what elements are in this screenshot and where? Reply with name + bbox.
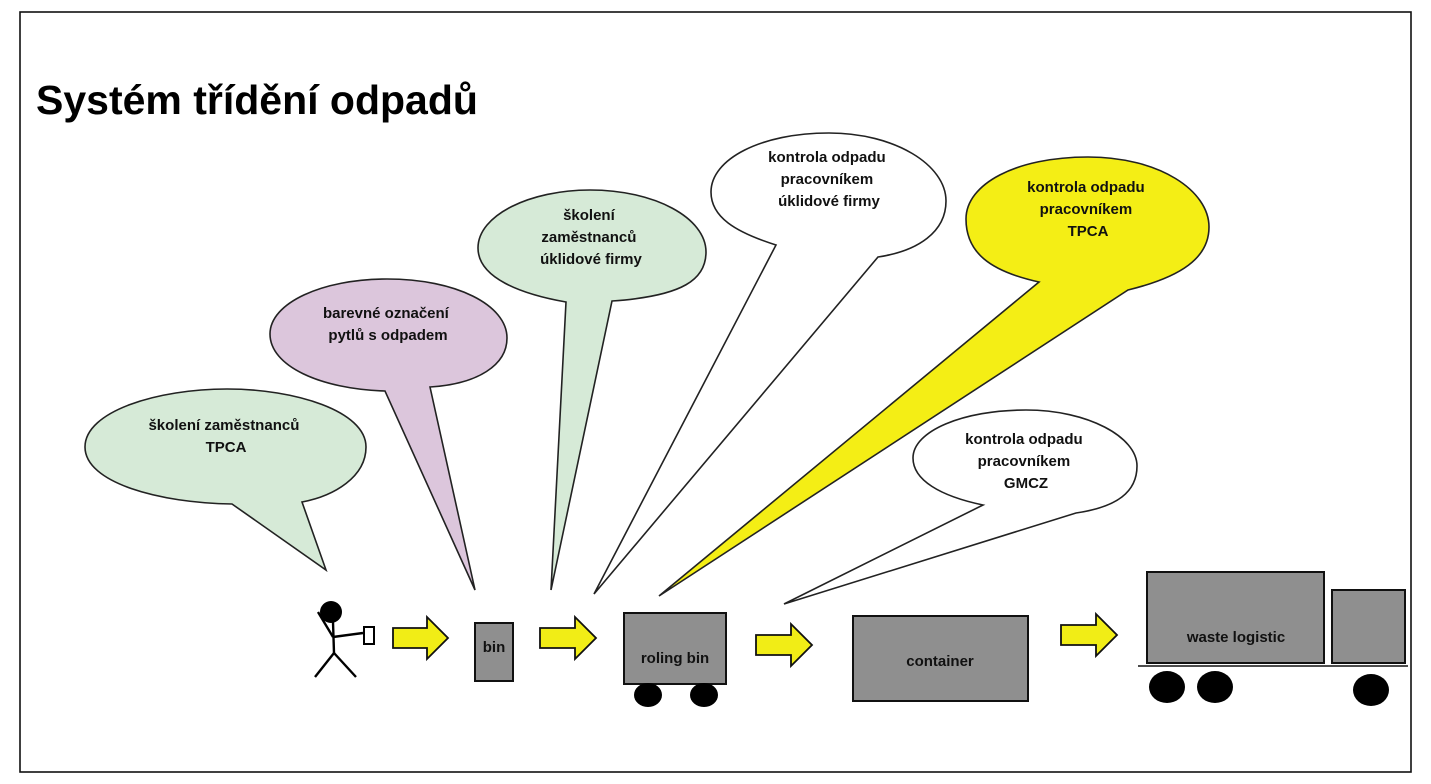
flow-arrow-3 xyxy=(755,621,814,669)
bubble-text: školení zaměstnanců úklidové firmy xyxy=(540,207,642,268)
bin-box: bin xyxy=(474,622,514,682)
bubble-shape xyxy=(84,388,367,573)
bubble-skoleni-tpca: školení zaměstnanců TPCA xyxy=(84,388,367,573)
bubble-skoleni-uklidove: školení zaměstnanců úklidové firmy xyxy=(477,189,707,591)
bubble-text: školení zaměstnanců TPCA xyxy=(148,417,303,456)
truck-cab xyxy=(1331,589,1406,664)
flow-arrow-1 xyxy=(392,614,450,662)
page-title: Systém třídění odpadů xyxy=(36,77,478,123)
rolling-bin: roling bin xyxy=(623,612,727,707)
bubble-kontrola-uklidove: kontrola odpadu pracovníkem úklidové fir… xyxy=(593,132,947,595)
wheel-icon xyxy=(1353,674,1389,706)
waste-bag-icon xyxy=(363,626,375,645)
bubble-text: barevné označení pytlů s odpadem xyxy=(323,305,453,344)
container-label: container xyxy=(906,653,974,670)
bubble-kontrola-tpca: kontrola odpadu pracovníkem TPCA xyxy=(658,156,1210,597)
wheel-icon xyxy=(690,683,718,707)
bubble-shape xyxy=(477,189,707,591)
bubble-text: kontrola odpadu pracovníkem GMCZ xyxy=(965,431,1087,492)
wheel-icon xyxy=(1149,671,1185,703)
wheel-icon xyxy=(1197,671,1233,703)
wheel-icon xyxy=(634,683,662,707)
person-icon xyxy=(314,601,375,678)
bubble-barevne-oznaceni: barevné označení pytlů s odpadem xyxy=(269,278,508,591)
bin-label: bin xyxy=(483,639,506,656)
truck-label: waste logistic xyxy=(1186,629,1285,646)
bubble-shape xyxy=(269,278,508,591)
waste-logistic-truck: waste logistic xyxy=(1138,571,1408,706)
flow-arrow-2 xyxy=(539,614,598,662)
bubble-shape xyxy=(593,132,947,595)
rolling-bin-label: roling bin xyxy=(641,650,709,667)
bubble-shape xyxy=(783,409,1138,605)
bubble-shape xyxy=(658,156,1210,597)
bubble-kontrola-gmcz: kontrola odpadu pracovníkem GMCZ xyxy=(783,409,1138,605)
bubble-text: kontrola odpadu pracovníkem úklidové fir… xyxy=(768,149,890,210)
flow-arrow-4 xyxy=(1060,611,1119,659)
container-box: container xyxy=(852,615,1029,702)
bubble-text: kontrola odpadu pracovníkem TPCA xyxy=(1027,179,1149,240)
